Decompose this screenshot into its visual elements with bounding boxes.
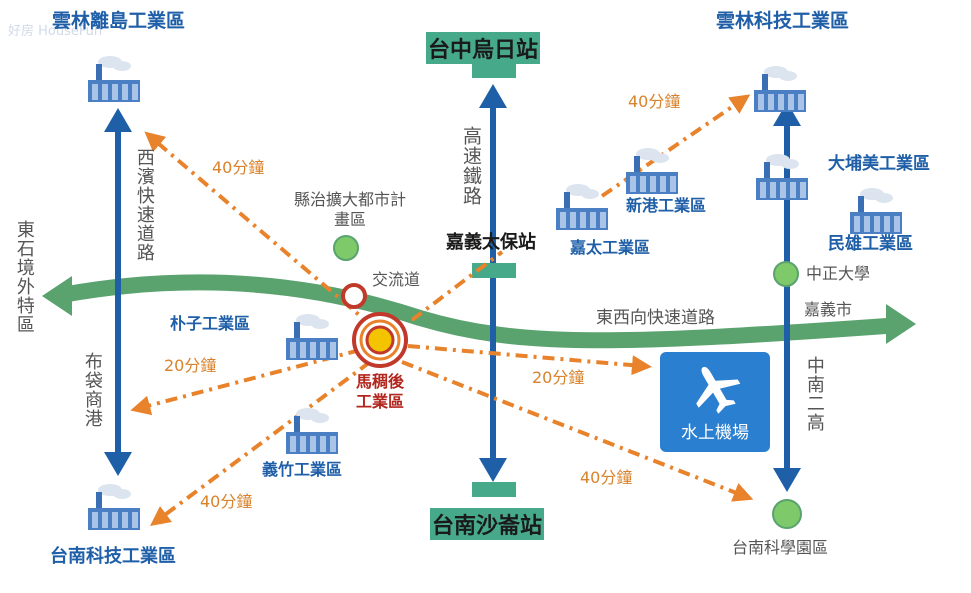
airport-label: 水上機場 xyxy=(681,423,749,443)
station-chiayi-taibao: 嘉義太保站 xyxy=(446,232,536,253)
factory-icon xyxy=(556,184,608,230)
label-yizhu: 義竹工業區 xyxy=(262,460,343,479)
airport-box: 水上機場 xyxy=(660,352,770,452)
factory-icon xyxy=(626,148,678,194)
label-yunlin-lidao: 雲林離島工業區 xyxy=(52,10,186,32)
label-west-coast-expressway: 西濱快速道路 xyxy=(133,148,155,262)
label-county-plan: 縣治擴大都市計畫區 xyxy=(294,190,407,229)
time-to-budai: 20分鐘 xyxy=(164,356,217,375)
watermark-logo: 好房 HouseFun xyxy=(8,24,103,39)
time-to-yunlin-lidao: 40分鐘 xyxy=(212,158,265,177)
county-plan-marker xyxy=(333,235,359,261)
station-box-north xyxy=(472,63,516,78)
east-west-expressway xyxy=(42,274,916,349)
factory-icon xyxy=(850,188,902,234)
factory-icon xyxy=(88,56,140,102)
science-park-marker xyxy=(772,499,802,529)
west-coast-expressway-arrow xyxy=(104,108,132,476)
station-box-south xyxy=(472,482,516,497)
station-tainan-shajing: 台南沙崙站 xyxy=(430,508,545,540)
time-to-tainan-keji: 40分鐘 xyxy=(200,492,253,511)
label-zhongnan-highway: 中南二高 xyxy=(803,356,825,432)
airplane-icon xyxy=(696,366,741,414)
label-science-park: 台南科學園區 xyxy=(732,538,829,557)
hsr-arrow xyxy=(479,84,507,482)
label-tainan-keji: 台南科技工業區 xyxy=(50,546,176,567)
label-chiayi-city: 嘉義市 xyxy=(804,300,853,319)
label-madouhou: 馬稠後工業區 xyxy=(355,372,404,411)
label-dapumei: 大埔美工業區 xyxy=(828,154,930,174)
label-xingang: 新港工業區 xyxy=(626,196,707,215)
time-to-science-park: 40分鐘 xyxy=(580,468,633,487)
factory-icon xyxy=(756,154,808,200)
time-to-yunlin-keji: 40分鐘 xyxy=(628,92,681,111)
label-interchange: 交流道 xyxy=(372,270,421,289)
factory-icon xyxy=(88,484,140,530)
ccu-marker xyxy=(773,261,799,287)
madouhou-marker xyxy=(352,312,408,368)
label-east-west-expressway: 東西向快速道路 xyxy=(596,308,715,328)
label-ccu: 中正大學 xyxy=(806,264,871,283)
travel-time-arrows xyxy=(130,94,754,526)
factory-icon xyxy=(286,408,338,454)
factory-icon xyxy=(286,314,338,360)
label-minxiong: 民雄工業區 xyxy=(828,234,913,254)
time-to-airport: 20分鐘 xyxy=(532,368,585,387)
factory-icon xyxy=(754,66,806,112)
label-puzi: 朴子工業區 xyxy=(170,314,251,333)
station-taichung-wuri: 台中烏日站 xyxy=(426,32,541,64)
label-dongshi: 東石境外特區 xyxy=(13,220,35,334)
interchange-marker xyxy=(341,283,367,309)
label-budai: 布袋商港 xyxy=(81,352,103,428)
label-hsr: 高速鐵路 xyxy=(459,126,482,206)
label-jiatai: 嘉太工業區 xyxy=(570,238,651,257)
label-yunlin-keji: 雲林科技工業區 xyxy=(716,10,850,32)
